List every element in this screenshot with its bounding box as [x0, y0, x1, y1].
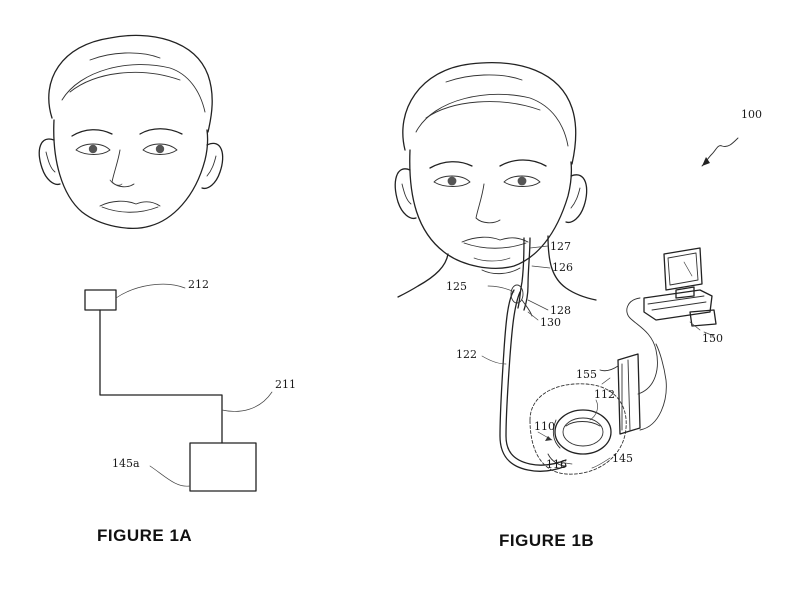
- label-150: 150: [702, 332, 723, 345]
- label-145: 145: [612, 452, 633, 465]
- electrode-116: [547, 453, 567, 467]
- device-145a-box: [189, 442, 257, 492]
- caption-figure-1a: FIGURE 1A: [97, 526, 192, 545]
- figure-1a: 212 211 145a FIGURE 1A: [38, 34, 296, 545]
- label-125: 125: [446, 280, 467, 293]
- label-112: 112: [594, 388, 615, 401]
- label-100: 100: [741, 108, 762, 121]
- label-110: 110: [534, 420, 555, 433]
- label-145a: 145a: [112, 457, 140, 470]
- cable-to-computer: [626, 297, 658, 395]
- label-211: 211: [275, 378, 296, 391]
- programmer-wand-155: [599, 353, 641, 435]
- label-128: 128: [550, 304, 571, 317]
- can-112: [554, 409, 612, 455]
- face-illustration-1b: [394, 62, 597, 301]
- implant-device-145: [529, 383, 627, 475]
- leader-145a: [149, 465, 191, 487]
- label-126: 126: [552, 261, 573, 274]
- label-116: 116: [546, 458, 567, 471]
- computer-150: [643, 247, 717, 337]
- sensor-212-box: [84, 289, 117, 311]
- lead-122: [499, 237, 567, 472]
- face-illustration-1a: [38, 34, 224, 229]
- label-122: 122: [456, 348, 477, 361]
- label-130: 130: [540, 316, 561, 329]
- label-127: 127: [550, 240, 571, 253]
- caption-figure-1b: FIGURE 1B: [499, 531, 594, 550]
- leader-211: [221, 391, 273, 412]
- label-155: 155: [576, 368, 597, 381]
- leader-212: [115, 283, 186, 299]
- circuit-diagram-1a: [84, 283, 273, 492]
- lead-wire-211: [99, 309, 223, 444]
- figure-1b: 100 127 126 125 128 130 122 150 155 112 …: [394, 62, 762, 550]
- system-100-arrow: [701, 137, 739, 167]
- leader-lines-1b: [481, 245, 701, 469]
- label-212: 212: [188, 278, 209, 291]
